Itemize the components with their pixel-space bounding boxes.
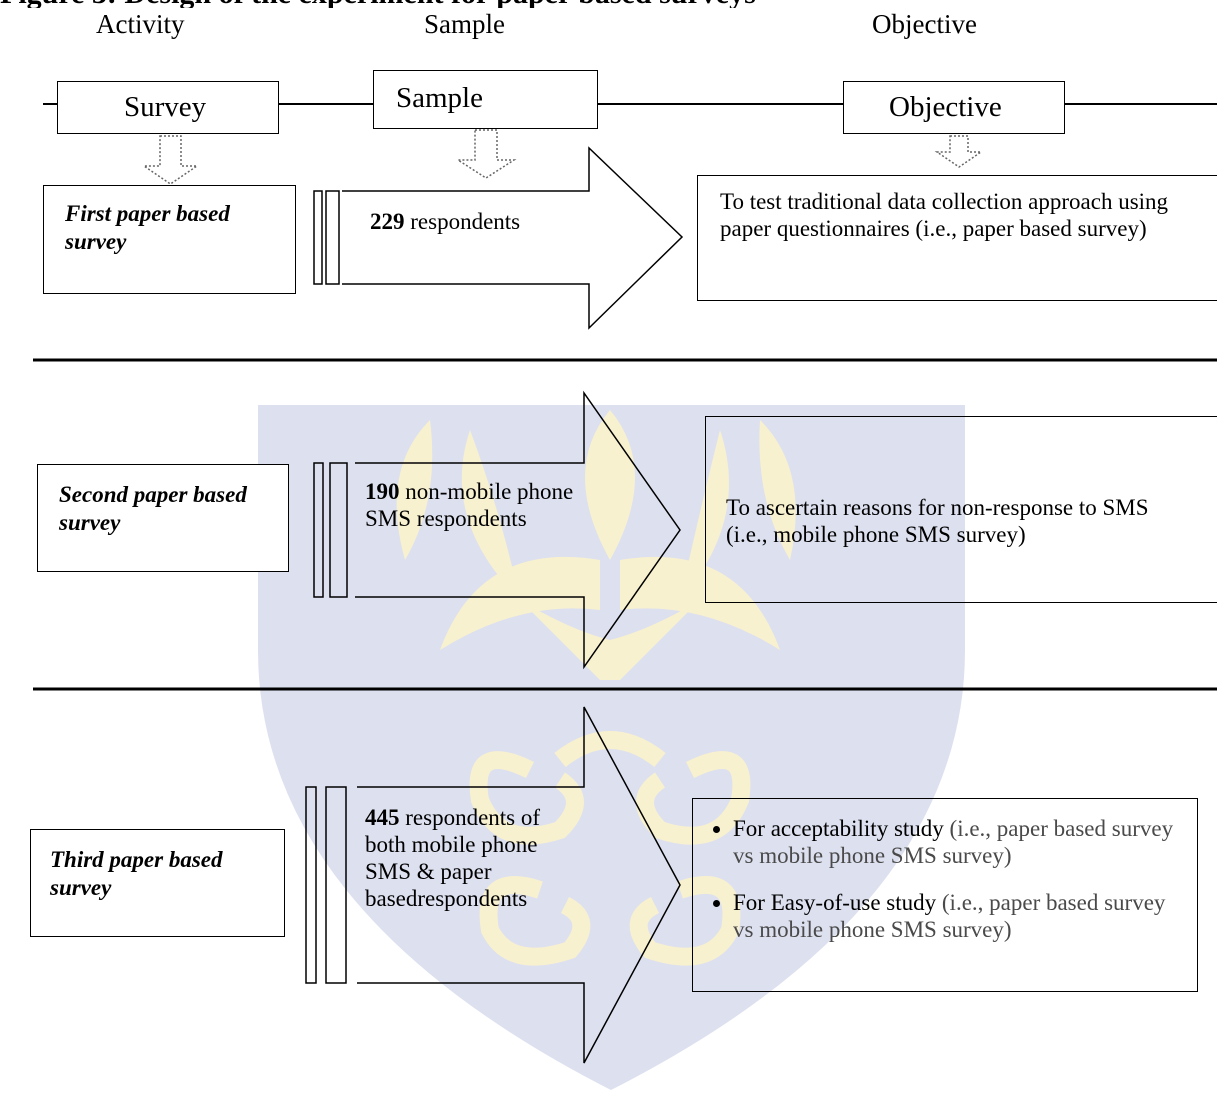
connector-bar [313, 190, 323, 285]
connector-bar [325, 786, 347, 984]
sample-text-3: respondents of both mobile phone SMS & p… [365, 805, 541, 911]
sample-label-1: 229 respondents [370, 208, 580, 235]
activity-box-3: Third paper based survey [30, 829, 285, 937]
connector-bar [313, 462, 324, 598]
down-arrow-icon [934, 135, 984, 168]
objective-box: Objective [843, 81, 1065, 134]
survey-box-label: Survey [124, 91, 207, 123]
sample-text-2: non-mobile phone SMS respondents [365, 479, 574, 531]
down-arrow-icon [141, 135, 200, 185]
sample-box-label: Sample [396, 82, 483, 114]
activity-box-1: First paper based survey [43, 185, 296, 294]
objective-box-label: Objective [889, 91, 1002, 123]
activity-label-3: Third paper based survey [50, 847, 223, 900]
block-arrow-2 [355, 390, 681, 670]
sample-label-2: 190 non-mobile phone SMS respondents [365, 478, 575, 532]
survey-box: Survey [57, 81, 279, 134]
activity-label-1: First paper based survey [65, 201, 230, 254]
connector-bar [305, 786, 317, 984]
watermark-logo [258, 405, 965, 1090]
column-header-objective: Objective [872, 9, 977, 39]
connector-bar [325, 190, 340, 285]
objective-label-3: For acceptability study (i.e., paper bas… [713, 815, 1183, 963]
objective-label-2: To ascertain reasons for non-response to… [726, 495, 1149, 547]
objective-box-1: To test traditional data collection appr… [697, 175, 1217, 301]
objective-bullet-1: For acceptability study (i.e., paper bas… [733, 815, 1183, 869]
objective-box-2: To ascertain reasons for non-response to… [705, 416, 1217, 603]
objective-bullet-2: For Easy-of-use study (i.e., paper based… [733, 889, 1183, 943]
column-header-sample: Sample [424, 9, 505, 39]
sample-text-1: respondents [404, 209, 521, 234]
activity-box-2: Second paper based survey [37, 464, 289, 572]
objective-label-1: To test traditional data collection appr… [720, 189, 1169, 241]
objective-box-3: For acceptability study (i.e., paper bas… [692, 798, 1198, 992]
connector-bar [329, 462, 348, 598]
sample-label-3: 445 respondents of both mobile phone SMS… [365, 804, 585, 912]
activity-label-2: Second paper based survey [59, 482, 247, 535]
sample-box: Sample [373, 70, 598, 129]
page-heading: Figure 3: Design of the experiment for p… [0, 0, 1217, 8]
column-header-activity: Activity [96, 9, 185, 39]
sample-count-1: 229 [370, 209, 405, 234]
block-arrow-1 [342, 146, 684, 330]
block-arrow-3 [357, 706, 681, 1064]
sample-count-2: 190 [365, 479, 400, 504]
sample-count-3: 445 [365, 805, 400, 830]
down-arrow-icon [455, 129, 517, 179]
